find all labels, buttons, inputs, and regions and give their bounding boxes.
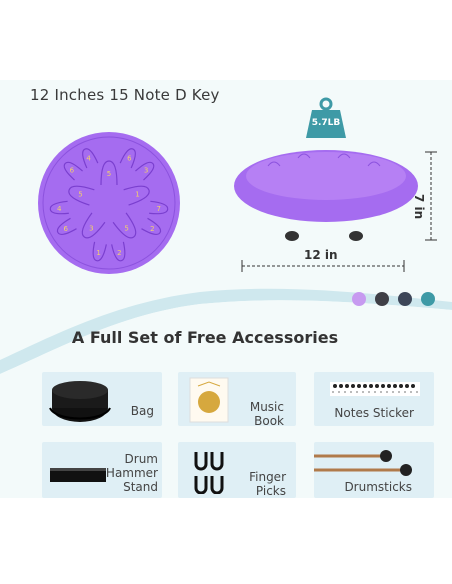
drum-side-view	[234, 150, 418, 241]
note-label: 2	[117, 249, 121, 257]
drum-tongue	[149, 200, 169, 215]
note-label: 6	[70, 167, 75, 175]
drum-tongue	[82, 148, 99, 169]
accessory-notes-sticker: Notes Sticker	[314, 372, 434, 426]
note-label: 3	[89, 224, 93, 232]
music-book-label: Music Book	[249, 400, 284, 426]
accessories-title: A Full Set of Free Accessories	[71, 328, 339, 347]
accessory-drumsticks: Drumsticks	[314, 442, 434, 498]
decorative-wave	[0, 288, 452, 382]
drum-tongue	[81, 212, 106, 239]
accessory-drum-hammer-stand: Drum Hammer Stand	[42, 442, 162, 498]
drum-tongue	[135, 161, 155, 181]
color-swatch-teal[interactable]	[421, 292, 435, 306]
drum-tongue	[141, 217, 162, 235]
note-label: 6	[127, 154, 132, 162]
finger-picks-icon	[194, 452, 224, 494]
drum-tongue	[111, 241, 126, 262]
note-label: 4	[57, 205, 62, 213]
note-label: 5	[107, 170, 111, 178]
drum-tongue	[63, 161, 83, 181]
color-swatch-navy[interactable]	[398, 292, 412, 306]
note-label: 3	[144, 167, 148, 175]
drum-tongue	[119, 148, 136, 169]
drum-tongue	[49, 200, 69, 215]
color-swatch-lavender[interactable]	[352, 292, 366, 306]
drum-tongue	[92, 241, 107, 262]
notes-sticker-icon	[330, 382, 420, 396]
note-label: 2	[150, 225, 154, 233]
notes-sticker-label: Notes Sticker	[334, 406, 414, 420]
note-label: 4	[86, 154, 91, 162]
drum-top-view: 5 6 3 1 7 2 5 2 1 3 6 4 5 6 4	[38, 132, 180, 274]
accessory-bag: Bag	[42, 372, 162, 426]
note-label: 6	[63, 225, 68, 233]
drum-tongue	[100, 160, 118, 186]
drumsticks-icon	[314, 450, 412, 476]
bag-label: Bag	[130, 404, 154, 418]
note-label: 1	[96, 249, 100, 257]
bag-icon	[49, 381, 111, 422]
drum-tongue	[112, 212, 137, 239]
drum-tongue	[68, 185, 95, 206]
drum-tongue	[56, 217, 77, 235]
note-label: 1	[135, 191, 139, 199]
note-label: 7	[156, 205, 160, 213]
accessory-finger-picks: Finger Picks	[178, 442, 296, 498]
note-label: 5	[124, 224, 128, 232]
weight-label: 5.7LB	[311, 118, 341, 128]
accessory-music-book: Music Book	[178, 372, 296, 426]
music-book-icon	[189, 377, 229, 423]
finger-picks-label: Finger Picks	[249, 470, 286, 498]
drum-tongue	[123, 185, 150, 206]
height-dimension-label: 7 in	[412, 194, 426, 220]
drumsticks-label: Drumsticks	[344, 480, 412, 494]
note-label: 5	[78, 191, 82, 199]
stand-label: Drum Hammer Stand	[105, 452, 158, 494]
weight-icon	[306, 97, 346, 138]
stand-icon	[50, 468, 106, 482]
color-options	[352, 292, 435, 306]
color-swatch-dark-gray[interactable]	[375, 292, 389, 306]
product-headline: 12 Inches 15 Note D Key	[30, 86, 220, 104]
width-dimension-label: 12 in	[304, 248, 338, 262]
